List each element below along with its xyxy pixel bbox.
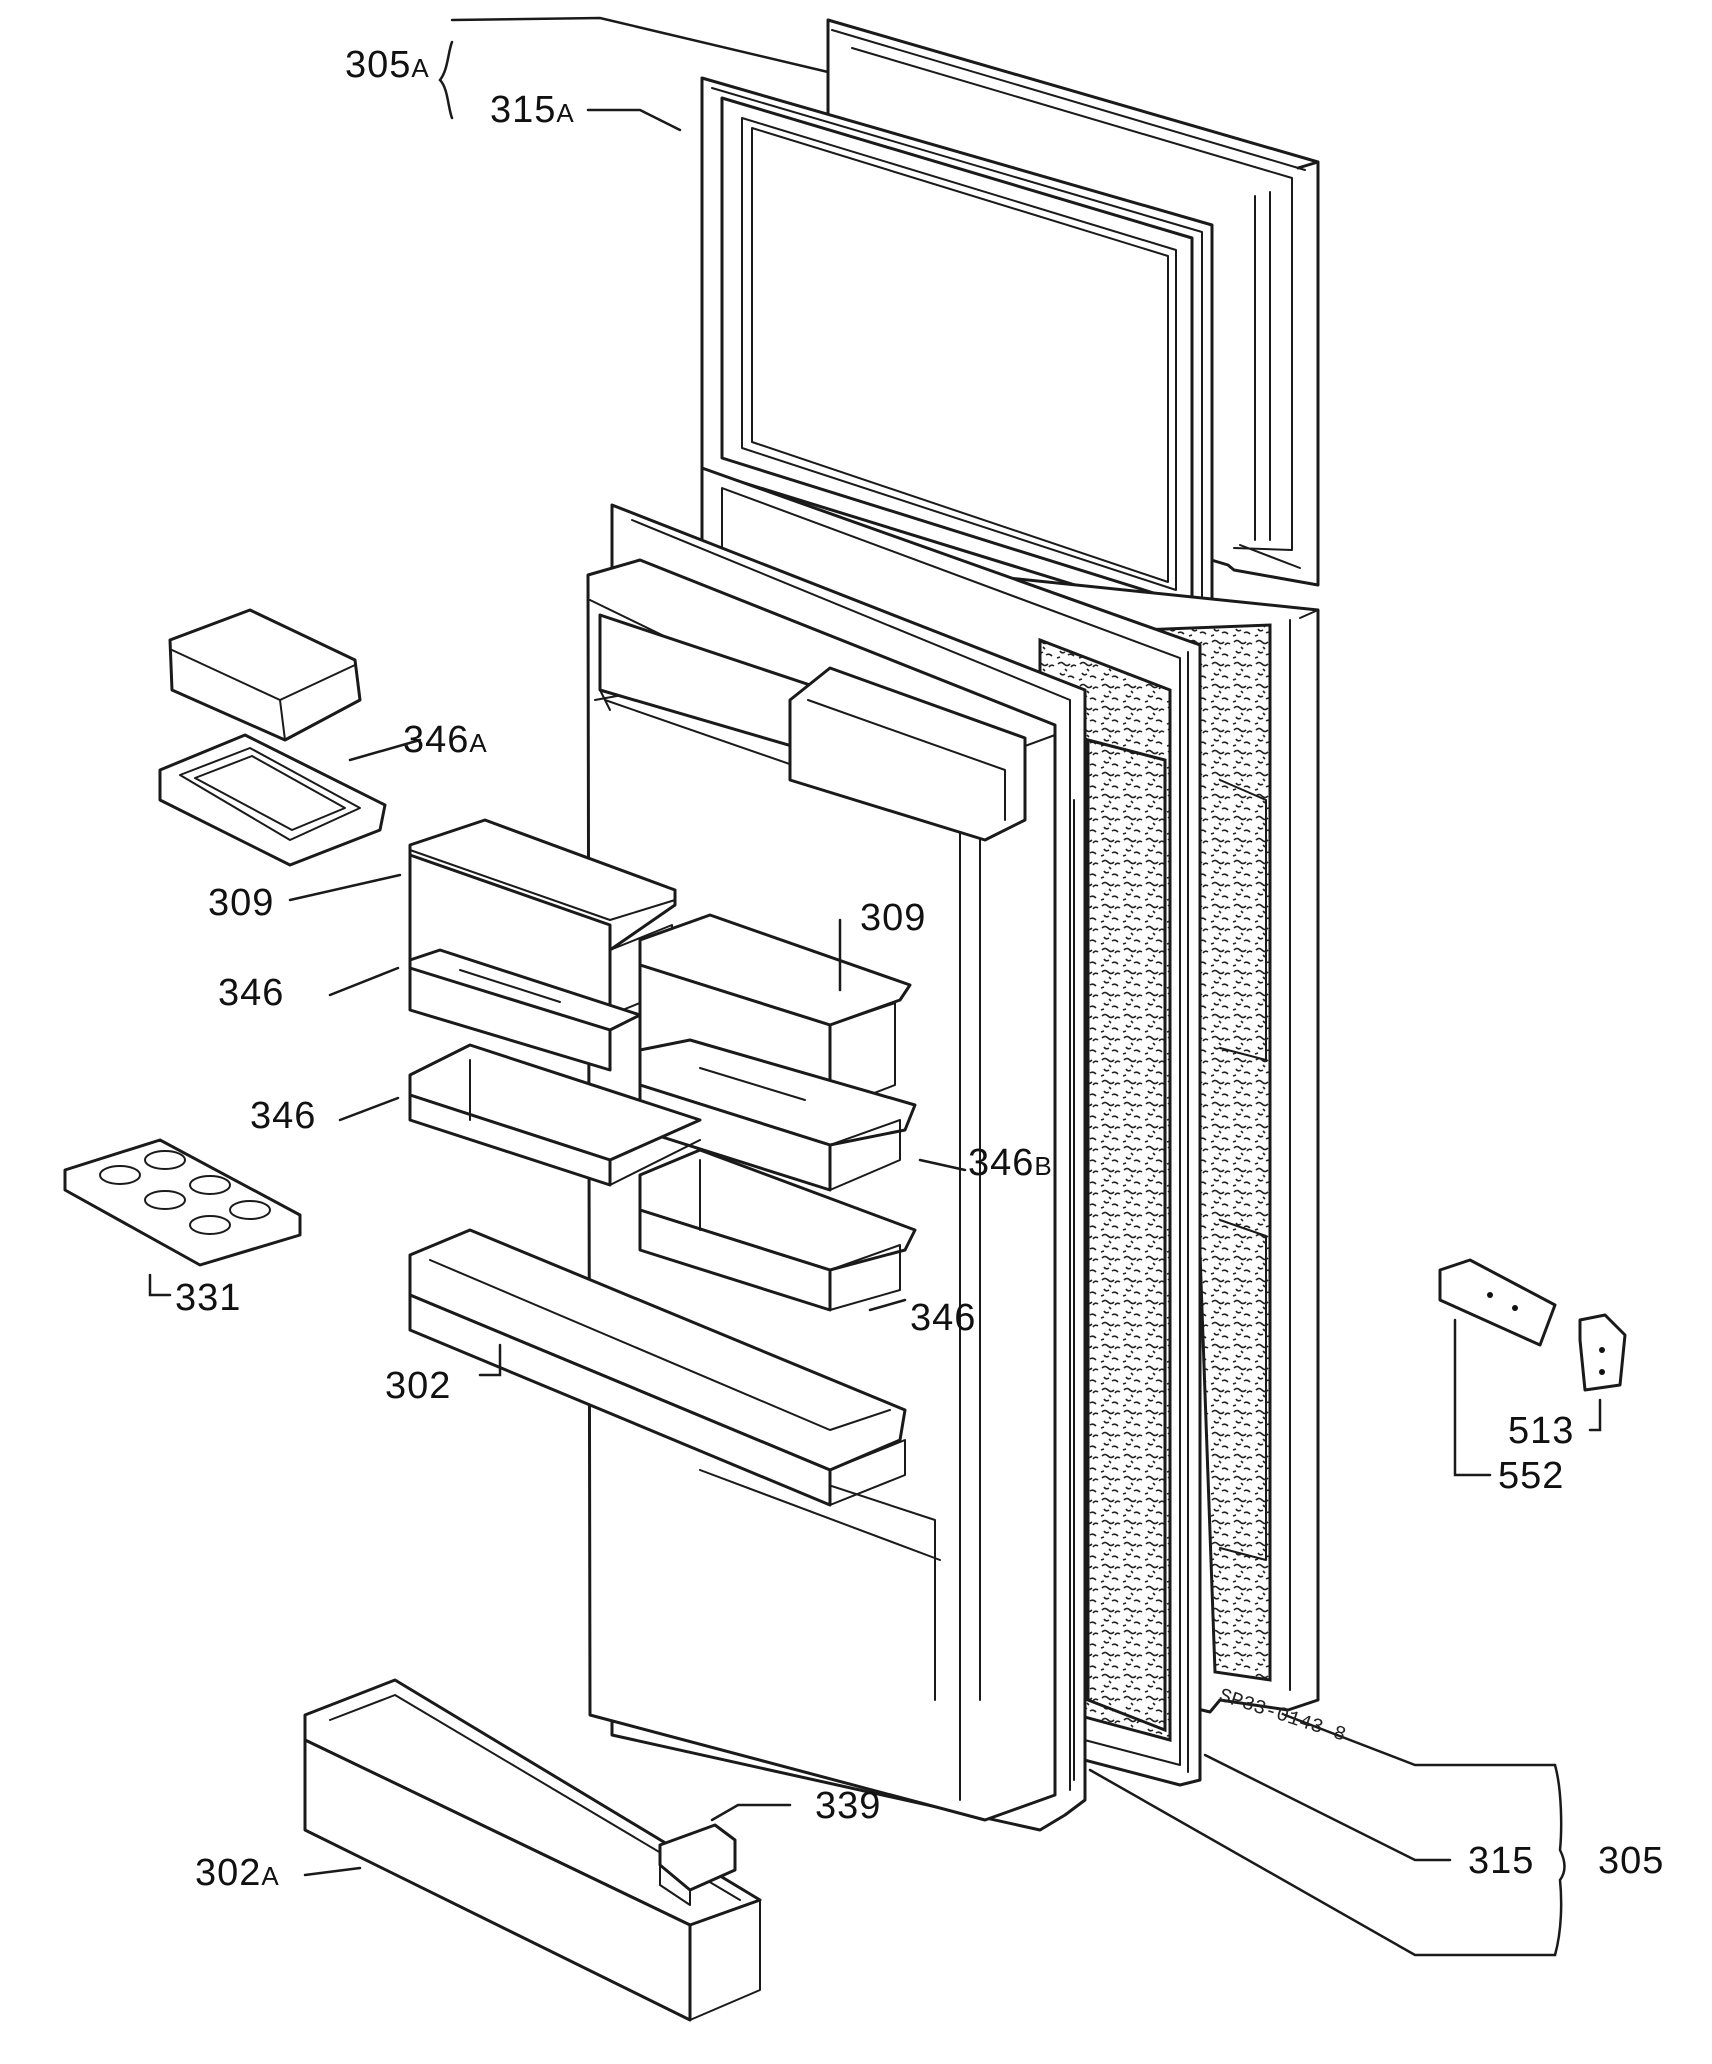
egg-tray-331 — [63, 1138, 302, 1267]
callout-305: 305 — [1598, 1840, 1664, 1882]
svg-text:305: 305 — [1598, 1840, 1664, 1882]
svg-text:302: 302 — [385, 1365, 451, 1407]
hinge-bracket-513 — [1578, 1313, 1627, 1392]
callout-302: 302 — [385, 1365, 451, 1407]
svg-text:346: 346 — [218, 972, 284, 1014]
callout-346-lower: 346 — [910, 1297, 976, 1339]
leader-lines — [148, 16, 1602, 1957]
svg-text:552: 552 — [1498, 1455, 1564, 1497]
callout-346b: 346B — [968, 1142, 1053, 1184]
callout-552: 552 — [1498, 1455, 1564, 1497]
door-panel-front — [586, 558, 1057, 1822]
callout-309-right: 309 — [860, 897, 926, 939]
clip-339 — [658, 1823, 737, 1906]
callout-315: 315 — [1468, 1840, 1534, 1882]
shelf-346-upper — [408, 948, 642, 1072]
svg-text:331: 331 — [175, 1277, 241, 1319]
svg-text:346: 346 — [250, 1095, 316, 1137]
bottle-bin-302a — [303, 1678, 762, 2022]
callout-346-upper: 346 — [218, 972, 284, 1014]
shelf-302 — [408, 1228, 907, 1507]
svg-text:346: 346 — [910, 1297, 976, 1339]
svg-text:346B: 346B — [968, 1142, 1053, 1184]
svg-text:339: 339 — [815, 1785, 881, 1827]
svg-text:346A: 346A — [403, 719, 488, 761]
callout-346a: 346A — [403, 719, 488, 761]
svg-text:513: 513 — [1508, 1410, 1574, 1452]
hinge-plate-552 — [1438, 1258, 1557, 1347]
callout-331: 331 — [175, 1277, 241, 1319]
callout-339: 339 — [815, 1785, 881, 1827]
callout-302a: 302A — [195, 1852, 280, 1894]
callout-309-left: 309 — [208, 882, 274, 924]
freezer-gasket-315a — [700, 76, 1214, 624]
svg-text:302A: 302A — [195, 1852, 280, 1894]
shelf-346-middle — [408, 1043, 702, 1187]
svg-text:309: 309 — [860, 897, 926, 939]
svg-text:315A: 315A — [490, 89, 575, 131]
svg-text:315: 315 — [1468, 1840, 1534, 1882]
butter-dish-346a — [158, 608, 387, 867]
svg-text:305A: 305A — [345, 44, 430, 86]
svg-text:309: 309 — [208, 882, 274, 924]
callout-305a: 305A — [345, 44, 430, 86]
callout-513: 513 — [1508, 1410, 1574, 1452]
shelf-346-lower — [638, 1148, 917, 1312]
callout-315a: 315A — [490, 89, 575, 131]
shelf-346b — [638, 1038, 917, 1192]
callout-346-middle: 346 — [250, 1095, 316, 1137]
